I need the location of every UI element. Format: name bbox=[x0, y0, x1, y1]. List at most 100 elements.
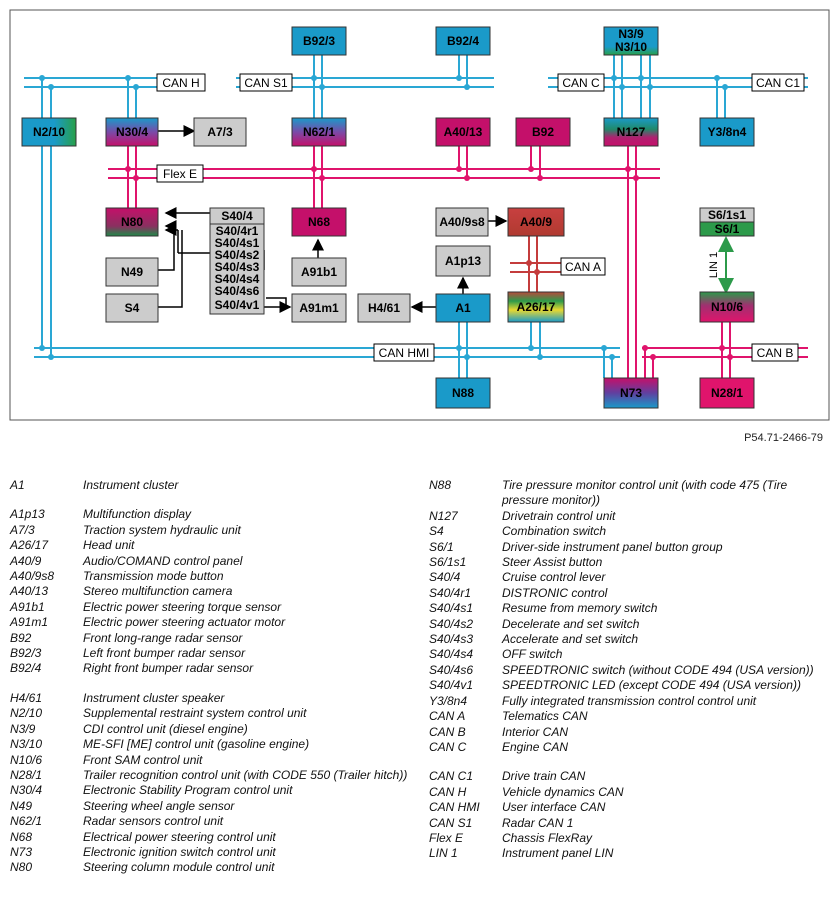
component-n73: N73 bbox=[603, 377, 659, 409]
legend-description: Multifunction display bbox=[83, 507, 192, 522]
legend-description: Instrument cluster bbox=[83, 478, 179, 492]
legend-code: Flex E bbox=[429, 830, 464, 845]
svg-text:A40/13: A40/13 bbox=[444, 125, 483, 139]
component-n10-6: N10/6 bbox=[699, 291, 755, 323]
svg-text:S40/4r1: S40/4r1 bbox=[216, 224, 259, 238]
component-b92-4: B92/4 bbox=[435, 26, 491, 56]
svg-text:N3/10: N3/10 bbox=[615, 40, 647, 54]
component-b92-3: B92/3 bbox=[291, 26, 347, 56]
component-n2-10: N2/10 bbox=[21, 117, 77, 147]
legend-description: Drivetrain control unit bbox=[502, 508, 616, 523]
component-a1p13: A1p13 bbox=[435, 245, 491, 277]
bus-label-can-c: CAN C bbox=[557, 73, 605, 92]
svg-text:S40/4v1: S40/4v1 bbox=[215, 298, 260, 312]
svg-text:CAN A: CAN A bbox=[565, 260, 601, 274]
svg-text:B92/4: B92/4 bbox=[447, 34, 479, 48]
svg-text:N49: N49 bbox=[121, 265, 143, 279]
legend-description: SPEEDTRONIC LED (except CODE 494 (USA ve… bbox=[502, 678, 801, 693]
legend-description: Steering column module control unit bbox=[83, 860, 275, 875]
legend-code: N30/4 bbox=[10, 783, 43, 798]
component-a40-9: A40/9 bbox=[507, 207, 565, 237]
svg-text:CAN C: CAN C bbox=[562, 76, 600, 90]
legend-code: A40/9s8 bbox=[10, 569, 55, 584]
component-n49: N49 bbox=[105, 257, 159, 287]
legend-code: S40/4r1 bbox=[429, 585, 472, 600]
component-n127: N127 bbox=[603, 117, 659, 147]
legend-code: N3/10 bbox=[10, 737, 43, 752]
legend-description: Electronic Stability Program control uni… bbox=[83, 783, 293, 798]
component-s4: S4 bbox=[105, 293, 159, 323]
legend-description: Front long-range radar sensor bbox=[83, 630, 243, 645]
legend-description: ME-SFI [ME] control unit (gasoline engin… bbox=[83, 737, 310, 752]
legend-code: N62/1 bbox=[10, 814, 43, 829]
legend-code: CAN A bbox=[429, 709, 466, 724]
legend-description: Front SAM control unit bbox=[83, 752, 203, 767]
legend-code: S6/1 bbox=[429, 539, 454, 554]
legend-entry: Flex E Chassis FlexRay bbox=[429, 831, 829, 846]
svg-text:N10/6: N10/6 bbox=[711, 300, 743, 314]
legend-code: Y3/8n4 bbox=[429, 693, 468, 708]
bus-label-flex-e: Flex E bbox=[156, 164, 204, 183]
legend-entry: N10/6 Front SAM control unit bbox=[10, 753, 420, 768]
legend-description: User interface CAN bbox=[502, 800, 606, 815]
legend-description: Fully integrated transmission control co… bbox=[502, 693, 757, 708]
legend-code: CAN S1 bbox=[429, 815, 473, 830]
svg-text:CAN H: CAN H bbox=[162, 76, 199, 90]
legend-code: S40/4s1 bbox=[429, 601, 474, 616]
component-s40-4-group: S40/4 S40/4r1 S40/4s1 S40/4s2 S40/4s3 S4… bbox=[209, 207, 265, 315]
legend-description: Resume from memory switch bbox=[502, 601, 658, 616]
legend-code: N10/6 bbox=[10, 752, 43, 767]
legend-description: Head unit bbox=[83, 538, 135, 553]
legend-description: Electronic ignition switch control unit bbox=[83, 844, 276, 859]
legend-code: B92/4 bbox=[10, 661, 42, 676]
legend-code: LIN 1 bbox=[429, 846, 458, 861]
legend-code: CAN H bbox=[429, 784, 467, 799]
legend-code: B92 bbox=[10, 630, 32, 645]
component-a40-9s8: A40/9s8 bbox=[435, 207, 489, 237]
legend-description: Chassis FlexRay bbox=[502, 830, 593, 845]
svg-text:N80: N80 bbox=[121, 215, 143, 229]
network-diagram: CAN H CAN S1 CAN C CAN C1 Flex E CAN A C… bbox=[9, 9, 830, 421]
legend-description: CDI control unit (diesel engine) bbox=[83, 721, 248, 736]
legend-entry: A1 Instrument cluster bbox=[10, 478, 420, 493]
legend-code: N49 bbox=[10, 798, 33, 813]
legend-description: DISTRONIC control bbox=[502, 585, 608, 600]
legend-description: Electrical power steering control unit bbox=[83, 829, 276, 844]
legend-code: S40/4s2 bbox=[429, 616, 474, 631]
legend-entry: S40/4r1 DISTRONIC control bbox=[429, 586, 829, 601]
svg-text:CAN S1: CAN S1 bbox=[244, 76, 288, 90]
legend-code: S40/4 bbox=[429, 570, 461, 585]
legend-code: N88 bbox=[429, 478, 452, 492]
svg-text:A91m1: A91m1 bbox=[299, 301, 339, 315]
legend-description: Drive train CAN bbox=[502, 769, 586, 784]
legend-entry: S40/4s1 Resume from memory switch bbox=[429, 601, 829, 616]
component-h4-61: H4/61 bbox=[357, 293, 411, 323]
svg-text:S4: S4 bbox=[125, 301, 140, 315]
legend-description: Electric power steering torque sensor bbox=[83, 599, 282, 614]
component-a7-3: A7/3 bbox=[193, 117, 247, 147]
component-a1: A1 bbox=[435, 293, 491, 323]
legend-code: A1 bbox=[10, 478, 25, 492]
component-n88: N88 bbox=[435, 377, 491, 409]
bus-label-can-a: CAN A bbox=[560, 257, 606, 276]
